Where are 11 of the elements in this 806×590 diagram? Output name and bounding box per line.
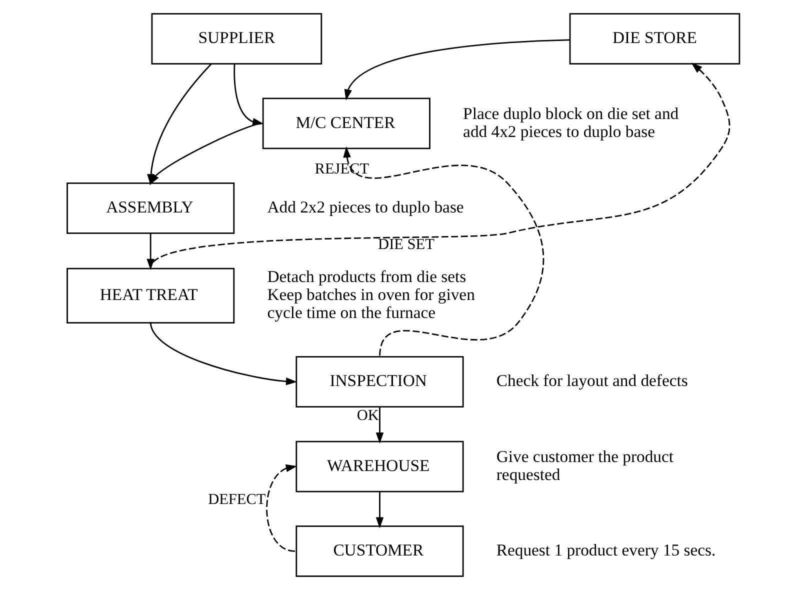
node-label: Place duplo block on die set and add 4x2 pieces to duplo base xyxy=(463,104,679,141)
node-label: Request 1 product every 15 secs. xyxy=(496,540,716,560)
edge-label: REJECT xyxy=(314,160,370,178)
node-label: Add 2x2 pieces to duplo base xyxy=(267,198,464,217)
node-label: Give customer the product requested xyxy=(496,446,674,484)
edge-label: DIE SET xyxy=(378,236,434,254)
node-label: Detach products from die sets xyxy=(267,266,466,286)
edge-label: OK xyxy=(356,407,379,424)
node-label: Check for layout and defects xyxy=(496,371,688,390)
node-label: Keep batches in oven for given cycle time on the furnace xyxy=(267,285,475,322)
edge-label: DEFECT xyxy=(208,491,266,508)
